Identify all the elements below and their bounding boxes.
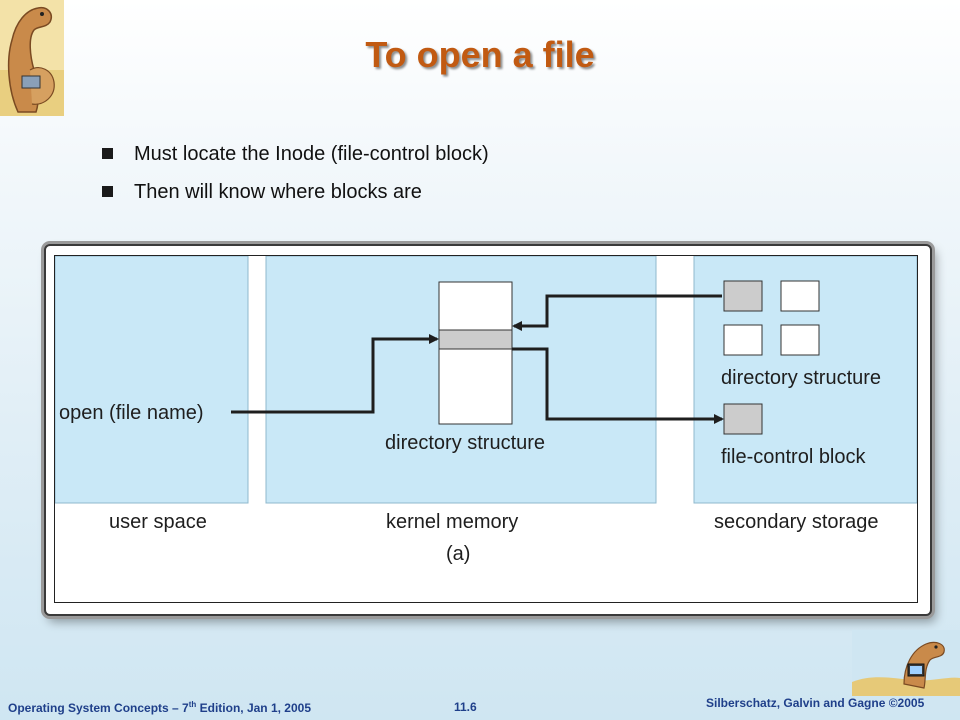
open-file-diagram: open (file name) directory structure dir…: [54, 255, 918, 603]
footer-book-title-text: Operating System Concepts – 7: [8, 701, 189, 715]
footer-edition-sup: th: [188, 700, 197, 709]
open-call-label: open (file name): [59, 402, 204, 424]
user-space-label: user space: [109, 511, 207, 533]
bullet-text: Must locate the Inode (file-control bloc…: [134, 143, 489, 165]
square-bullet-icon: [102, 148, 113, 159]
footer-page-number: 11.6: [454, 700, 477, 714]
dinosaur-laptop-logo-icon: [852, 630, 960, 696]
footer-edition-date: Edition, Jan 1, 2005: [196, 701, 312, 715]
fcb-arrow: [512, 347, 724, 424]
kernel-memory-label: kernel memory: [386, 511, 518, 533]
storage-directory-entry: [723, 280, 763, 312]
fcb-label: file-control block: [721, 446, 867, 468]
footer-book-title: Operating System Concepts – 7th Edition,…: [8, 700, 311, 715]
bullet-item: Must locate the Inode (file-control bloc…: [100, 140, 489, 178]
storage-directory-box: [780, 280, 820, 312]
lookup-arrow: [512, 294, 722, 331]
file-control-block: [723, 403, 763, 435]
storage-directory-box: [723, 324, 763, 356]
kernel-directory-block: [438, 281, 513, 425]
kernel-directory-entry: [438, 329, 513, 350]
open-call-arrow: [231, 334, 439, 414]
storage-directory-box: [780, 324, 820, 356]
footer-authors: Silberschatz, Galvin and Gagne ©2005: [706, 696, 925, 710]
slide-title: To open a file: [365, 34, 595, 75]
figure-caption: (a): [446, 543, 470, 565]
storage-directory-label: directory structure: [721, 367, 881, 389]
bullet-item: Then will know where blocks are: [100, 178, 489, 216]
bullet-text: Then will know where blocks are: [134, 181, 422, 203]
kernel-directory-label: directory structure: [385, 432, 545, 454]
secondary-storage-label: secondary storage: [714, 511, 879, 533]
bullet-list: Must locate the Inode (file-control bloc…: [100, 140, 489, 216]
user-space-region: [55, 256, 249, 504]
dinosaur-logo-icon: [0, 0, 64, 116]
square-bullet-icon: [102, 186, 113, 197]
